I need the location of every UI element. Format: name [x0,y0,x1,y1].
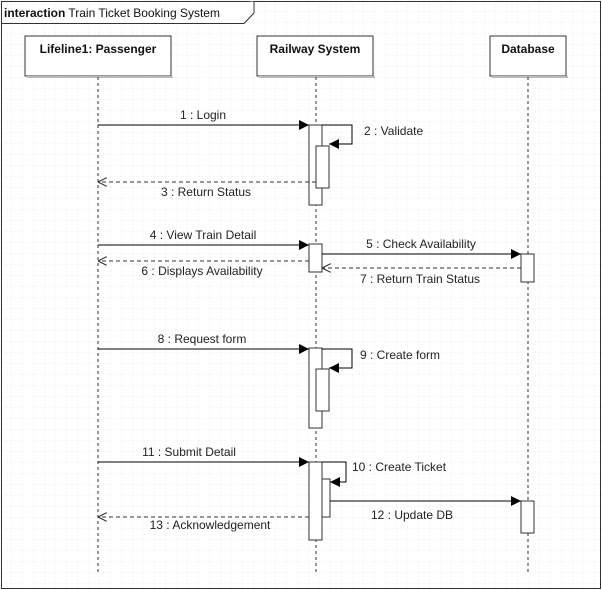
activation-railway-4-nested [321,478,331,518]
svg-text:10 : Create Ticket: 10 : Create Ticket [352,460,447,474]
activation-railway-3-nested [315,368,330,412]
message-12[interactable]: 12 : Update DB [330,496,521,522]
lifeline-passenger[interactable]: Lifeline1: Passenger [24,35,173,572]
message-1[interactable]: 1 : Login [98,108,309,130]
message-11[interactable]: 11 : Submit Detail [98,445,309,467]
message-3[interactable]: 3 : Return Status [98,182,316,199]
message-4[interactable]: 4 : View Train Detail [98,228,309,250]
message-2[interactable]: 2 : Validate [322,124,423,149]
frame-title-tab [1,1,255,24]
activation-bars [308,124,535,541]
message-5[interactable]: 5 : Check Availability [322,237,521,259]
message-6[interactable]: 6 : Displays Availability [98,261,309,278]
lifeline-railway-label: Railway System [270,42,361,56]
message-8[interactable]: 8 : Request form [98,332,309,354]
svg-text:12 : Update DB: 12 : Update DB [371,508,453,522]
svg-text:9 : Create form: 9 : Create form [360,348,440,362]
activation-railway-2 [308,243,323,273]
svg-text:2 : Validate: 2 : Validate [364,124,423,138]
lifeline-passenger-label: Lifeline1: Passenger [40,42,157,56]
activation-railway-1-nested [315,145,330,189]
svg-text:11 : Submit Detail: 11 : Submit Detail [142,445,236,459]
activation-database-2 [520,500,535,534]
lifeline-database[interactable]: Database [489,35,568,572]
lifeline-database-label: Database [501,42,555,56]
message-7[interactable]: 7 : Return Train Status [322,268,521,286]
message-10[interactable]: 10 : Create Ticket [322,460,447,487]
svg-text:7 : Return Train Status: 7 : Return Train Status [360,272,480,286]
lifeline-railway[interactable]: Railway System [256,35,375,572]
svg-text:5 : Check Availability: 5 : Check Availability [366,237,476,251]
activation-database-1 [520,253,535,283]
message-13[interactable]: 13 : Acknowledgement [98,517,309,532]
activation-railway-4 [308,461,323,541]
svg-text:4 : View Train Detail: 4 : View Train Detail [150,228,257,242]
svg-text:3 : Return Status: 3 : Return Status [161,185,251,199]
svg-text:8 : Request form: 8 : Request form [158,332,247,346]
svg-text:6 : Displays Availability: 6 : Displays Availability [141,264,262,278]
svg-text:13 : Acknowledgement: 13 : Acknowledgement [150,518,271,532]
message-9[interactable]: 9 : Create form [322,348,440,373]
svg-text:1 : Login: 1 : Login [180,108,226,122]
